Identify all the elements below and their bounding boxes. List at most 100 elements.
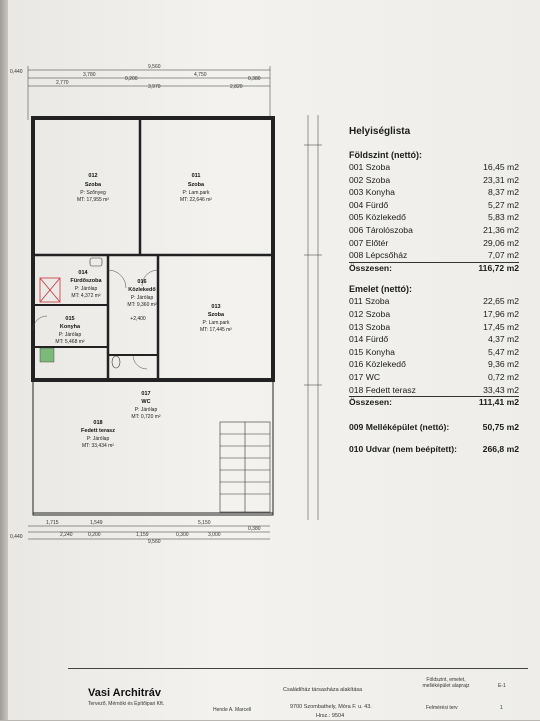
svg-text:018: 018: [93, 420, 102, 426]
extra-row-outbuilding: 009 Melléképület (nettó):50,75 m2: [349, 421, 519, 432]
room-row-name: 001 Szoba: [349, 162, 391, 172]
svg-text:MT: 22,646 m²: MT: 22,646 m²: [180, 197, 212, 203]
svg-text:Szoba: Szoba: [208, 312, 225, 318]
dim-top-total: 9,560: [148, 64, 161, 70]
ground-floor-heading: Földszint (nettó):: [349, 150, 422, 160]
drawing-sheet: 9,560 0,440 3,780 0,200 4,750 0,380 2,77…: [8, 0, 540, 720]
upper-floor-section: Emelet (nettó): 011 Szoba 22,65 m2 012 Szo…: [349, 284, 540, 409]
svg-text:P: Járólap: P: Járólap: [131, 295, 154, 301]
dim-top-d: 0,380: [248, 76, 261, 82]
room-row-area: 7,07 m2: [487, 250, 519, 261]
design-phase: Felmérési terv: [426, 705, 458, 711]
room-row-area: 22,65 m2: [483, 296, 519, 307]
room-015: 015 Konyha P: Járólap MT: 5,468 m²: [55, 316, 85, 345]
dim-bot-h: 0,300: [176, 532, 189, 538]
room-row-name: 017 WC: [349, 371, 381, 382]
project-address: 9700 Szombathely, Móra F. u. 43.: [290, 704, 372, 710]
room-row-name: 016 Közlekedő: [349, 359, 406, 370]
floor-plan: 9,560 0,440 3,780 0,200 4,750 0,380 2,77…: [10, 64, 322, 545]
room-row-area: 9,36 m2: [487, 359, 519, 370]
room-row-name: 018 Fedett terasz: [349, 384, 416, 395]
dim-bot-j: 0,440: [10, 534, 23, 540]
room-row-name: 004 Fürdő: [349, 199, 389, 210]
svg-text:MT: 17,445 m²: MT: 17,445 m²: [200, 327, 232, 333]
room-row-name: 015 Konyha: [349, 346, 395, 357]
designer-name: Hende A. Marcell: [213, 707, 252, 713]
svg-text:MT: 33,434 m²: MT: 33,434 m²: [82, 443, 114, 449]
svg-text:014: 014: [78, 270, 88, 276]
svg-text:Konyha: Konyha: [60, 324, 81, 330]
room-row: 018 Fedett terasz 33,43 m2: [349, 385, 519, 398]
room-row-area: 33,43 m2: [483, 384, 519, 395]
svg-text:Fedett terasz: Fedett terasz: [81, 428, 115, 434]
door-swings: [32, 269, 159, 370]
room-018: 018 Fedett terasz P: Járólap MT: 33,434 …: [81, 420, 115, 449]
room-row-area: 8,37 m2: [487, 187, 519, 198]
company-subtitle: Tervező, Mérnöki és Építőipari Kft.: [88, 701, 165, 707]
upper-floor-heading: Emelet (nettó):: [349, 284, 412, 295]
svg-text:016: 016: [137, 279, 146, 285]
room-row: 005 Közlekedő 5,83 m2: [349, 212, 519, 225]
room-row-area: 5,27 m2: [487, 199, 519, 210]
dim-top-b: 0,200: [125, 76, 138, 82]
project-hrsz: Hrsz.: 9504: [316, 713, 345, 719]
room-row: 004 Fürdő 5,27 m2: [349, 200, 519, 213]
toilet-icon: [111, 355, 121, 369]
svg-text:Fürdőszoba: Fürdőszoba: [70, 278, 102, 284]
svg-text:MT: 17,955 m²: MT: 17,955 m²: [77, 197, 109, 203]
svg-text:WC: WC: [141, 399, 150, 405]
room-013: 013 Szoba P: Lam.park MT: 17,445 m²: [200, 304, 232, 333]
dim-top-c: 4,750: [194, 72, 207, 78]
terrace-outline: [32, 379, 274, 516]
room-row-area: 29,06 m2: [483, 237, 519, 248]
svg-text:P: Járólap: P: Járólap: [59, 332, 82, 338]
room-row-area: 0,72 m2: [487, 371, 519, 382]
ground-floor-section: Földszint (nettó): 001 Szoba 16,45 m2 002 …: [349, 150, 540, 275]
room-list-title: Helyiséglista: [349, 126, 411, 137]
stove-icon: [39, 347, 55, 363]
room-014: 014 Fürdőszoba P: Járólap MT: 4,372 m²: [70, 270, 102, 299]
dim-bot-e: 2,240: [60, 532, 73, 538]
room-row-name: 008 Lépcsőház: [349, 250, 408, 261]
dim-bot-b: 1,549: [90, 520, 103, 526]
svg-text:015: 015: [65, 316, 74, 322]
extra-row-yard: 010 Udvar (nem beépített):266,8 m2: [349, 443, 519, 454]
ground-total-row: Összesen:116,72 m2: [349, 262, 519, 273]
staircase: [219, 421, 271, 513]
room-row-name: 007 Előtér: [349, 237, 389, 248]
svg-text:P: Szőnyeg: P: Szőnyeg: [80, 190, 106, 196]
svg-text:P: Járólap: P: Járólap: [135, 407, 158, 413]
svg-text:017: 017: [141, 391, 150, 397]
svg-text:P: Járólap: P: Járólap: [87, 436, 110, 442]
right-dimension-lines: [304, 115, 322, 520]
dim-bot-total: 9,560: [148, 539, 161, 545]
room-row-area: 5,83 m2: [487, 212, 519, 223]
dim-bot-c: 5,150: [198, 520, 211, 526]
room-row-name: 012 Szoba: [349, 308, 391, 319]
room-row: 001 Szoba 16,45 m2: [349, 162, 519, 175]
svg-text:P: Járólap: P: Járólap: [75, 286, 98, 292]
room-row-area: 21,36 m2: [483, 224, 519, 235]
page-fold-shadow: [0, 0, 8, 720]
dim-top-e: 2,770: [56, 80, 69, 86]
company-name: Vasi Architráv: [88, 687, 161, 699]
room-row-name: 011 Szoba: [349, 296, 390, 307]
top-dimension-lines: [27, 66, 271, 120]
dim-bot-i: 3,000: [208, 532, 221, 538]
dim-bot-a: 1,715: [46, 520, 59, 526]
svg-text:Közlekedő: Közlekedő: [128, 287, 156, 293]
svg-text:MT: 4,372 m²: MT: 4,372 m²: [71, 293, 101, 299]
svg-text:013: 013: [211, 304, 220, 310]
room-011: 011 Szoba P: Lam.park MT: 22,646 m²: [180, 173, 212, 203]
svg-text:Szoba: Szoba: [188, 182, 205, 188]
title-block: Vasi Architráv Tervező, Mérnöki és Építő…: [68, 668, 528, 721]
room-row-area: 16,45 m2: [483, 162, 519, 172]
dim-bot-g: 1,159: [136, 532, 149, 538]
room-row-name: 005 Közlekedő: [349, 212, 406, 223]
room-row: 016 Közlekedő 9,36 m2: [349, 359, 519, 372]
